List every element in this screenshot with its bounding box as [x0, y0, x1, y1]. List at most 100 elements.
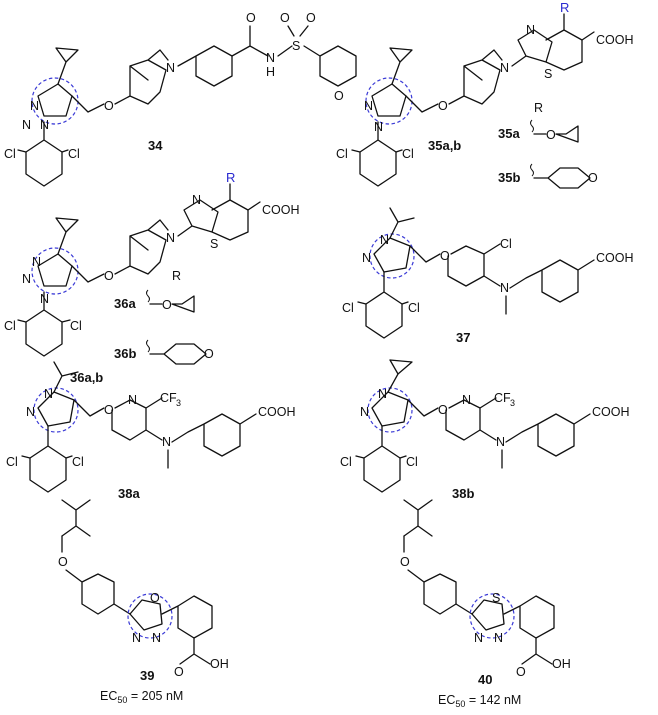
compound-35: N N Cl Cl O N N S R COOH 35a,b R 35a O 3… — [336, 0, 634, 189]
compound-37: N N Cl Cl O Cl N COOH 37 — [342, 207, 634, 345]
atom-N: N — [162, 435, 171, 449]
r-group-label: R — [226, 170, 235, 185]
atom-COOH: COOH — [596, 251, 634, 265]
atom-Cl: Cl — [342, 301, 354, 315]
r-header: R — [534, 101, 543, 115]
atom-N: N — [360, 405, 369, 419]
atom-N: N — [22, 118, 31, 132]
atom-COOH: COOH — [592, 405, 630, 419]
atom-O: O — [306, 11, 316, 25]
atom-N: N — [32, 255, 41, 269]
r-group-label: R — [560, 0, 569, 15]
atom-Cl: Cl — [68, 147, 80, 161]
atom-COOH: COOH — [262, 203, 300, 217]
atom-N: N — [166, 231, 175, 245]
compound-id-35ab: 35a,b — [428, 138, 461, 153]
atom-Cl: Cl — [6, 455, 18, 469]
atom-O: O — [400, 555, 410, 569]
compound-id-35b: 35b — [498, 170, 520, 185]
compound-39: O O N N O OH 39 EC50 = 205 nM — [58, 499, 229, 705]
compound-id-36ab: 36a,b — [70, 370, 103, 385]
compound-id-39: 39 — [140, 668, 154, 683]
atom-N: N — [26, 405, 35, 419]
atom-O: O — [246, 11, 256, 25]
atom-O: O — [162, 298, 172, 312]
atom-N: N — [152, 631, 161, 645]
atom-O: O — [516, 665, 526, 679]
atom-N: N — [266, 51, 275, 65]
subscript-3: 3 — [176, 398, 181, 408]
atom-Cl: Cl — [72, 455, 84, 469]
r-header: R — [172, 269, 181, 283]
compound-id-38b: 38b — [452, 486, 474, 501]
atom-N: N — [192, 193, 201, 207]
atom-N: N — [22, 272, 31, 286]
atom-N: N — [500, 281, 509, 295]
compound-38a: N N Cl Cl O N CF 3 N COOH 38a — [6, 361, 296, 501]
atom-N: N — [166, 61, 175, 75]
compound-id-36a: 36a — [114, 296, 136, 311]
atom-S: S — [492, 591, 500, 605]
atom-N: N — [494, 631, 503, 645]
atom-O: O — [440, 249, 450, 263]
compound-id-35a: 35a — [498, 126, 520, 141]
atom-O: O — [174, 665, 184, 679]
atom-O: O — [104, 403, 114, 417]
atom-N: N — [128, 393, 137, 407]
atom-COOH: COOH — [596, 33, 634, 47]
atom-COOH: COOH — [258, 405, 296, 419]
compound-id-34: 34 — [148, 138, 163, 153]
compound-40: O S N N O OH 40 EC50 = 142 nM — [400, 499, 571, 709]
compound-id-36b: 36b — [114, 346, 136, 361]
atom-Cl: Cl — [402, 147, 414, 161]
atom-O: O — [104, 269, 114, 283]
atom-N: N — [474, 631, 483, 645]
atom-Cl: Cl — [406, 455, 418, 469]
atom-OH: OH — [210, 657, 229, 671]
atom-OH: OH — [552, 657, 571, 671]
atom-S: S — [544, 67, 552, 81]
compound-id-38a: 38a — [118, 486, 140, 501]
atom-O: O — [104, 99, 114, 113]
atom-N: N — [362, 251, 371, 265]
atom-N: N — [44, 387, 53, 401]
atom-Cl: Cl — [4, 319, 16, 333]
atom-N: N — [496, 435, 505, 449]
atom-Cl: Cl — [4, 147, 16, 161]
atom-S: S — [292, 39, 300, 53]
atom-O: O — [58, 555, 68, 569]
compound-34: N N N Cl Cl O N O N H S O O O 34 — [4, 11, 357, 187]
atom-N: N — [364, 99, 373, 113]
atom-O: O — [280, 11, 290, 25]
atom-CF3: CF — [494, 391, 511, 405]
ec50-40: EC50 = 142 nM — [438, 693, 521, 709]
atom-N: N — [380, 233, 389, 247]
atom-Cl: Cl — [70, 319, 82, 333]
compound-id-40: 40 — [478, 672, 492, 687]
atom-CF3: CF — [160, 391, 177, 405]
atom-O: O — [150, 591, 160, 605]
atom-O: O — [546, 128, 556, 142]
compound-id-37: 37 — [456, 330, 470, 345]
atom-Cl: Cl — [340, 455, 352, 469]
atom-O: O — [438, 99, 448, 113]
atom-N: N — [132, 631, 141, 645]
atom-Cl: Cl — [336, 147, 348, 161]
atom-Cl: Cl — [500, 237, 512, 251]
atom-Cl: Cl — [408, 301, 420, 315]
atom-S: S — [210, 237, 218, 251]
ec50-39: EC50 = 205 nM — [100, 689, 183, 705]
atom-O: O — [438, 403, 448, 417]
atom-O: O — [588, 171, 598, 185]
atom-O: O — [204, 347, 214, 361]
atom-N: N — [526, 23, 535, 37]
atom-H: H — [266, 65, 275, 79]
atom-N: N — [462, 393, 471, 407]
atom-N: N — [378, 387, 387, 401]
compound-36: N N N Cl Cl O N N S R COOH R 36a O 36b O… — [4, 170, 300, 385]
compound-38b: N N Cl Cl O N CF 3 N COOH 38b — [340, 359, 630, 501]
atom-N: N — [30, 99, 39, 113]
atom-N: N — [500, 61, 509, 75]
atom-O: O — [334, 89, 344, 103]
